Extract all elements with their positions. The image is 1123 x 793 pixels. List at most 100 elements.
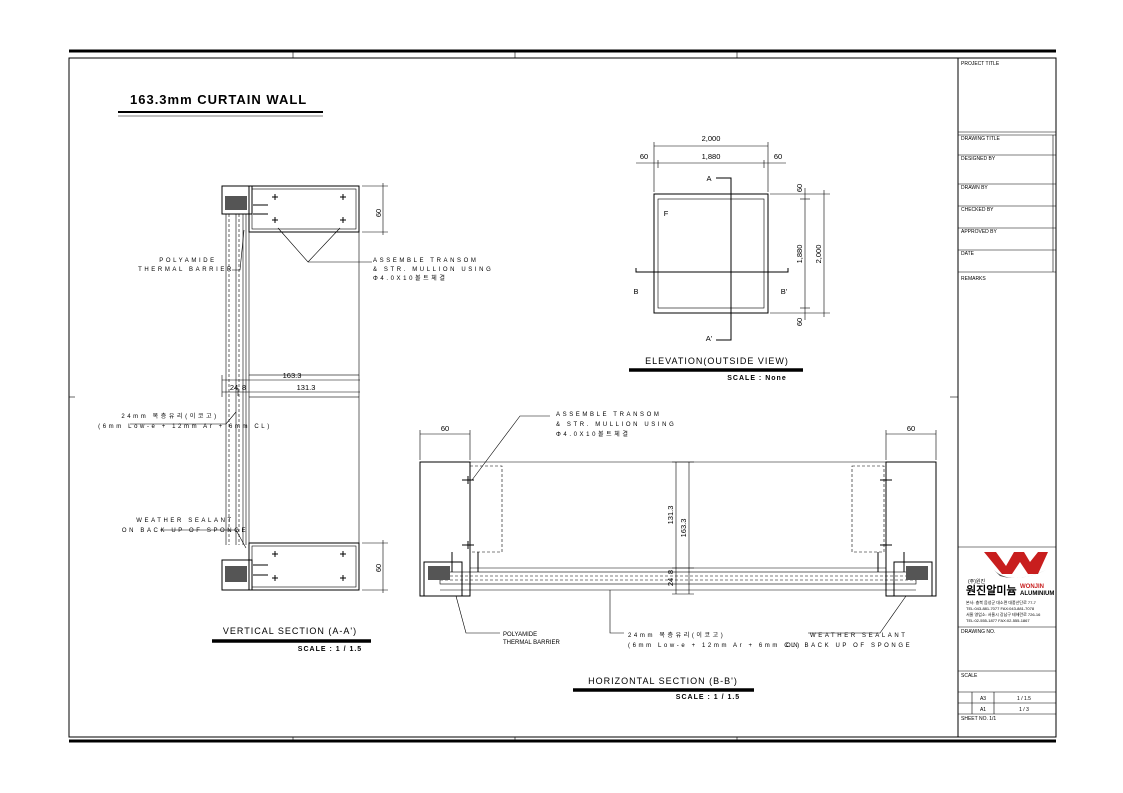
hs-note-glass-2: (6mm Low-e + 12mm Ar + 6mm CL): [628, 643, 802, 649]
vs-dim-total: 163.3: [283, 371, 302, 380]
vs-dim-24: 24: [230, 383, 238, 392]
tb-scale-val-1: 1 / 1.5: [1017, 696, 1031, 702]
elev-title: ELEVATION(OUTSIDE VIEW): [645, 356, 789, 366]
vs-dim-8: 8: [242, 383, 246, 392]
tb-row-drawing-title: DRAWING TITLE: [961, 136, 1001, 142]
drawing-title: 163.3mm CURTAIN WALL: [130, 92, 307, 107]
tb-scale-a3: A3: [980, 696, 986, 702]
hs-dim-60-l: 60: [441, 424, 449, 433]
vs-bottom-cap: [221, 559, 253, 591]
title-block: PROJECT TITLE DRAWING TITLE DESIGNED BY …: [958, 61, 1056, 722]
vs-mullion-lower: [248, 396, 360, 544]
elev-section-lines: [635, 177, 789, 341]
hs-leaders: [455, 415, 907, 634]
vs-bottom-screws: [253, 551, 346, 581]
vs-note-sealant-2: ON BACK UP OF SPONGE: [122, 528, 248, 534]
vs-note-glass-2: (6mm Low-e + 12mm Ar + 6mm CL): [98, 424, 272, 430]
hs-note-glass-1: 24mm 복층유리(이코고): [628, 631, 725, 639]
tb-row-remarks: REMARKS: [961, 276, 986, 282]
hs-note-assemble-3: Φ4.0X10볼트체결: [556, 430, 630, 438]
hs-dim-24: 24: [666, 578, 675, 586]
elev-dim-60-l: 60: [640, 152, 648, 161]
hs-note-assemble-2: & STR. MULLION USING: [556, 422, 676, 428]
elev-mark-a2: A': [706, 334, 713, 343]
tb-row-designed: DESIGNED BY: [961, 156, 996, 162]
vs-top-cap: [221, 185, 253, 215]
hs-dim-163: 163.3: [679, 519, 688, 538]
wonjin-logo-icon: [984, 552, 1048, 578]
tb-address-3: 서울 영업소: 서울시 강남구 테헤란로 726-16: [966, 611, 1041, 617]
vs-bottom-transom: [248, 542, 360, 591]
elev-inner-frame: [657, 198, 765, 309]
vs-dim-60-top: 60: [374, 209, 383, 217]
frame-tick-marks: [69, 51, 958, 741]
elev-mark-b: B: [633, 287, 638, 296]
tb-row-date: DATE: [961, 251, 975, 257]
vs-note-assemble-2: & STR. MULLION USING: [373, 267, 493, 273]
tb-logo-sub: (주)원진: [968, 578, 986, 585]
hs-note-barrier-2: THERMAL BARRIER: [503, 640, 560, 646]
hs-note-sealant-2: ON BACK UP OF SPONGE: [786, 643, 912, 649]
hs-note-assemble-1: ASSEMBLE TRANSOM: [556, 412, 662, 418]
tb-row-checked: CHECKED BY: [961, 207, 994, 213]
elev-mark-f: F: [664, 209, 669, 218]
elev-dimensions: [636, 142, 830, 320]
elev-dim-1880-h: 1,880: [795, 245, 804, 264]
hs-inner-profiles: [469, 465, 885, 553]
tb-drawing-no-label: DRAWING NO.: [961, 629, 995, 635]
hs-title: HORIZONTAL SECTION (B-B'): [588, 676, 738, 686]
tb-scale-label: SCALE: [961, 673, 978, 679]
elev-dim-2000-h: 2,000: [814, 245, 823, 264]
hs-dim-8: 8: [666, 570, 675, 574]
tb-row-drawn: DRAWN BY: [961, 185, 988, 191]
vs-dim-60-bottom: 60: [374, 564, 383, 572]
elev-dim-1880-w: 1,880: [702, 152, 721, 161]
tb-company-kr: 원진알미늄: [966, 583, 1017, 597]
vs-note-barrier-1: POLYAMIDE: [159, 258, 217, 264]
elev-dim-60-t: 60: [795, 184, 804, 192]
elev-dim-60-r: 60: [774, 152, 782, 161]
drawing-frame: [68, 57, 1057, 738]
tb-address-4: TEL:02-555-1877 FAX:02-555-1867: [966, 618, 1030, 623]
hs-note-sealant-1: WEATHER SEALANT: [810, 633, 908, 639]
elevation: 2,000 1,880 60 60 60 60 1,880 2,000 A A'…: [629, 134, 830, 382]
tb-scale-val-2: 1 / 3: [1019, 707, 1029, 713]
vs-dimensions: [221, 183, 388, 593]
tb-row-approved: APPROVED BY: [961, 229, 998, 235]
hs-note-barrier-1: POLYAMIDE: [503, 632, 537, 638]
vs-title: VERTICAL SECTION (A-A'): [223, 626, 357, 636]
vs-note-assemble-3: Φ4.0X10볼트체결: [373, 274, 447, 282]
vs-note-glass-1: 24mm 복층유리(이코고): [121, 412, 218, 420]
tb-address-1: 본사: 충북 음성군 대소면 대풍산단로 77-7: [966, 599, 1037, 605]
tb-scale-a1: A1: [980, 707, 986, 713]
vs-note-sealant-1: WEATHER SEALANT: [136, 518, 234, 524]
vs-top-screws: [253, 194, 346, 223]
tb-company-en-2: ALUMINIUM: [1020, 591, 1054, 597]
elev-scale: SCALE : None: [727, 375, 786, 382]
vertical-section: 60 60 163.3 131.3 24 8 POLYAMIDE THERMAL…: [98, 183, 493, 653]
vs-top-transom: [248, 185, 360, 233]
elev-dim-2000-w: 2,000: [702, 134, 721, 143]
vs-dim-frame: 131.3: [297, 383, 316, 392]
vs-scale: SCALE : 1 / 1.5: [298, 646, 362, 653]
vs-note-barrier-2: THERMAL BARRIER: [138, 267, 234, 273]
tb-project-label: PROJECT TITLE: [961, 61, 1000, 67]
hs-cap-left: [423, 561, 463, 597]
elev-mark-b2: B': [781, 287, 788, 296]
hs-glass-unit: [439, 571, 917, 585]
vs-note-assemble-1: ASSEMBLE TRANSOM: [373, 258, 479, 264]
hs-dim-131: 131.3: [666, 506, 675, 525]
hs-screws: [451, 476, 905, 572]
tb-sheet-label: SHEET NO. 1/1: [961, 716, 996, 722]
hs-cap-right: [893, 561, 933, 597]
horizontal-section: 60 60 131.3 163.3 24 8 ASSEMBLE TRANSOM …: [419, 412, 937, 701]
tb-company-en-1: WONJIN: [1020, 584, 1044, 590]
elev-outer-frame: [653, 193, 769, 314]
hs-scale: SCALE : 1 / 1.5: [676, 694, 740, 701]
elev-mark-a: A: [706, 174, 711, 183]
hs-dimensions: [419, 430, 937, 595]
hs-dim-60-r: 60: [907, 424, 915, 433]
vs-mullion: [248, 231, 360, 376]
tb-address-2: TEL:043-881-7077 FAX:043-881-7078: [966, 606, 1035, 611]
